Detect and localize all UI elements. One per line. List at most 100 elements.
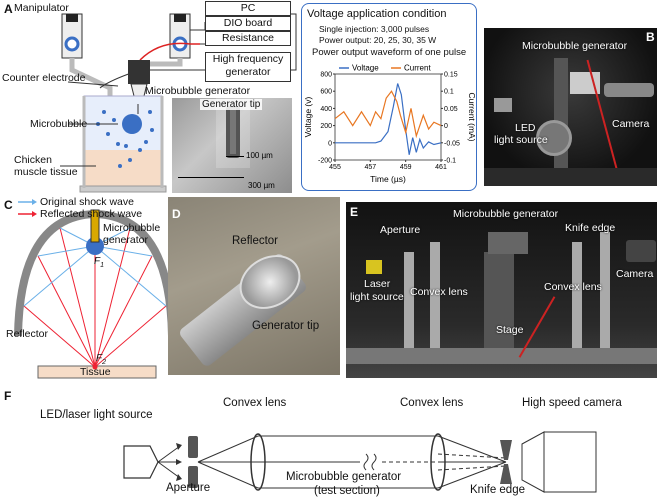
- e-knife-label: Knife edge: [565, 222, 616, 234]
- scale-100-label: 100 µm: [246, 151, 273, 160]
- voltage-box-line2: Power output: 20, 25, 30, 35 W: [319, 35, 437, 45]
- c-reflector-label: Reflector: [6, 328, 49, 340]
- f-knife-label: Knife edge: [470, 484, 525, 496]
- legend-label-1: Current: [404, 64, 431, 73]
- f-mbgen-label-1: Microbubble generator: [286, 471, 402, 483]
- b-led-label-2: light source: [494, 134, 548, 146]
- series-voltage-line: [335, 83, 442, 155]
- counter-electrode-label: Counter electrode: [2, 72, 86, 84]
- c-f2-letter: F: [96, 353, 103, 364]
- e-mbgen-label: Microbubble generator: [453, 208, 559, 220]
- panel-label-c: C: [4, 198, 13, 212]
- c-f2-label: F2: [96, 353, 106, 366]
- mbgen-label-a: Microbubble generator: [145, 85, 251, 97]
- f-aperture-label: Aperture: [166, 482, 211, 494]
- y2-tick-label-1: -0.05: [444, 140, 460, 147]
- f-mbgen-label-2: (test section): [314, 485, 380, 497]
- generator-tip-label: Generator tip: [200, 99, 263, 110]
- waveform-chart: -200 0 200 400 600 800 -0.1 -0.05 0 0.05 0.1 0.15 45…: [303, 64, 477, 185]
- resistance-box: Resistance: [205, 31, 291, 46]
- y-tick-label-0: -200: [318, 158, 332, 165]
- voltage-box-title: Voltage application condition: [307, 8, 447, 20]
- apparatus-schematic: [60, 13, 297, 193]
- c-tissue-label: Tissue: [80, 366, 111, 378]
- hfgen-box: High frequency generator: [205, 52, 291, 82]
- e-convex1-label: Convex lens: [410, 286, 468, 298]
- y-tick-label-5: 800: [320, 72, 332, 79]
- voltage-box-line3: Power output waveform of one pulse: [312, 47, 467, 58]
- x-axis-label: Time (µs): [370, 174, 406, 184]
- y-axis-label: Voltage (v): [303, 97, 313, 138]
- c-mbgen-line2: generator: [103, 234, 148, 246]
- c-reflected-label: Reflected shock wave: [40, 208, 143, 220]
- series-current-line: [334, 90, 442, 139]
- panel-e-photo: [346, 202, 657, 378]
- d-reflector-label: Reflector: [232, 235, 279, 247]
- panel-label-b: B: [646, 30, 655, 44]
- generator-tip-photo: [172, 98, 292, 193]
- y2-tick-label-5: 0.15: [444, 72, 458, 79]
- e-stage-label: Stage: [496, 324, 524, 336]
- c-mbgen-line1: Microbubble: [103, 222, 161, 234]
- e-laser-label-1: Laser: [364, 278, 391, 290]
- optical-layout-diagram: [123, 431, 597, 493]
- b-led-label-1: LED: [515, 122, 536, 134]
- x-tick-label-1: 457: [364, 164, 376, 171]
- panel-label-e: E: [350, 205, 359, 219]
- y2-tick-label-2: 0: [444, 123, 448, 130]
- c-f1-sub: 1: [100, 262, 105, 269]
- voltage-condition-box: [301, 3, 477, 191]
- e-convex2-label: Convex lens: [544, 281, 602, 293]
- chicken-line1: Chicken: [14, 154, 52, 166]
- f-convex2-label: Convex lens: [400, 397, 464, 409]
- f-source-label: LED/laser light source: [40, 409, 153, 421]
- y2-tick-label-0: -0.1: [444, 158, 456, 165]
- chicken-tissue: [84, 150, 162, 188]
- chicken-line2: muscle tissue: [14, 166, 78, 178]
- y-tick-label-1: 0: [328, 140, 332, 147]
- manipulator-label: Manipulator: [14, 2, 69, 14]
- e-camera-label: Camera: [616, 268, 654, 280]
- x-tick-label-2: 459: [400, 164, 412, 171]
- e-aperture-label: Aperture: [380, 224, 421, 236]
- d-gentip-label: Generator tip: [252, 320, 320, 332]
- f-convex1-label: Convex lens: [223, 397, 287, 409]
- c-f2-sub: 2: [102, 359, 107, 366]
- scale-bar-300: [178, 177, 244, 178]
- x-tick-label-3: 461: [435, 164, 447, 171]
- c-mbgen-label: Microbubble generator: [103, 222, 160, 246]
- microbubble: [122, 114, 142, 134]
- generator-body: [128, 60, 150, 84]
- y2-tick-label-4: 0.1: [444, 89, 454, 96]
- y2-tick-label-3: 0.05: [444, 106, 458, 113]
- panel-label-d: D: [172, 207, 181, 221]
- voltage-box-line1: Single injection: 3,000 pulses: [319, 24, 430, 34]
- x-tick-label-0: 455: [329, 164, 341, 171]
- panel-d-photo: [168, 197, 340, 375]
- y2-axis-label: Current (mA): [467, 92, 477, 141]
- y-tick-label-4: 600: [320, 89, 332, 96]
- scale-300-label: 300 µm: [248, 181, 275, 190]
- legend-label-0: Voltage: [352, 64, 379, 73]
- hfgen-line2: generator: [225, 66, 271, 78]
- pc-box: PC: [205, 1, 291, 16]
- f-camera-label: High speed camera: [522, 397, 622, 409]
- y-tick-label-2: 200: [320, 123, 332, 130]
- c-f1-label: F1: [94, 256, 104, 269]
- scale-bar-100: [226, 156, 244, 157]
- plot-frame: [334, 73, 442, 161]
- b-mbgen-label: Microbubble generator: [522, 40, 628, 52]
- microbubble-label: Microbubble: [30, 118, 88, 130]
- panel-label-f: F: [4, 389, 12, 403]
- e-laser-label-2: light source: [350, 291, 404, 303]
- b-camera-label: Camera: [612, 118, 650, 130]
- panel-label-a: A: [4, 2, 13, 16]
- dio-box: DIO board: [205, 16, 291, 31]
- chicken-label: Chicken muscle tissue: [14, 154, 78, 178]
- hfgen-line1: High frequency: [212, 53, 284, 65]
- y-tick-label-3: 400: [320, 106, 332, 113]
- reflector-schematic: [14, 199, 176, 379]
- c-original-label: Original shock wave: [40, 196, 134, 208]
- panel-b-photo: [484, 28, 657, 186]
- c-f1-letter: F: [94, 256, 101, 267]
